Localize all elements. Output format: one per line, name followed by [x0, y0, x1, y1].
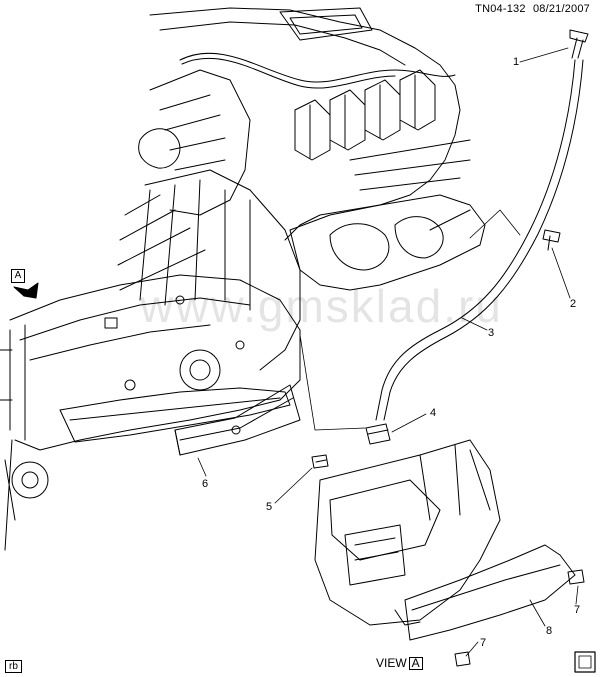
drawing-date: 08/21/2007 [532, 3, 590, 15]
callout-leaders [197, 47, 579, 657]
callout-7-bottom: 7 [480, 637, 487, 649]
watermark: www.gmsklad.ru [140, 280, 503, 332]
part-1-3-dipstick-tube [365, 29, 589, 445]
corner-code: rb [5, 660, 22, 673]
callout-3: 3 [488, 327, 495, 339]
view-marker: A [11, 269, 25, 283]
callout-7-right: 7 [574, 604, 581, 616]
view-a-arrow [13, 282, 39, 299]
transmission-assembly [0, 169, 301, 551]
callout-8: 8 [546, 625, 553, 637]
callout-1: 1 [513, 56, 520, 68]
callout-4: 4 [430, 407, 437, 419]
gm-logo-icon [574, 651, 596, 673]
drawing-code: TN04-132 [475, 3, 526, 15]
drawing-reference: TN04-132 08/21/2007 [475, 3, 590, 15]
view-letter: A [408, 657, 423, 670]
view-a-inset [314, 439, 585, 667]
callout-2: 2 [570, 298, 577, 310]
part-5-bolt [311, 454, 329, 469]
callout-6: 6 [202, 478, 209, 490]
engine-assembly [138, 7, 486, 291]
view-prefix: VIEW [376, 656, 407, 670]
callout-5: 5 [266, 501, 273, 513]
part-6-bracket [174, 384, 301, 456]
